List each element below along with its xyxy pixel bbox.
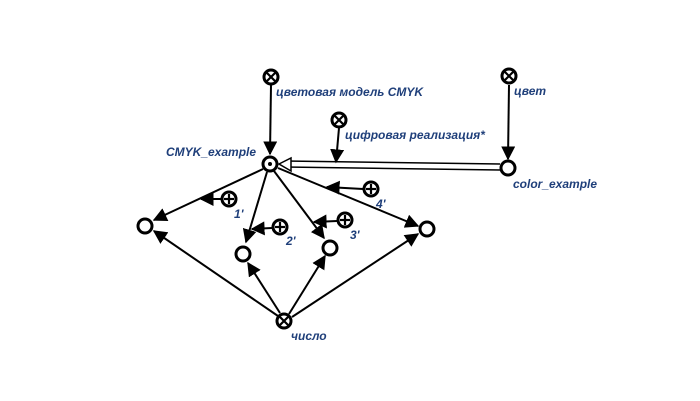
edge-color-example-double-bottom <box>284 166 501 171</box>
edge-role2 <box>250 221 273 236</box>
edge-cmyk-example-to-elem-4 <box>277 167 420 228</box>
edge-number-to-elem-4 <box>291 233 420 318</box>
color-example-node <box>499 159 517 177</box>
edge-color-example-double-top <box>284 160 501 165</box>
edge-color-to-color-example <box>501 84 516 161</box>
label-cmyk-example: CMYK_example <box>166 145 256 159</box>
role2-node <box>271 218 289 236</box>
circled-x-icon <box>262 68 280 86</box>
edge-role4 <box>325 180 364 195</box>
number-node <box>275 312 293 330</box>
circle-icon <box>136 217 154 235</box>
circle-icon <box>234 245 252 263</box>
circled-plus-icon <box>362 180 380 198</box>
edge-role3 <box>312 214 338 229</box>
label-role2: 2' <box>285 234 297 248</box>
label-digital: цифровая реализация* <box>345 128 486 142</box>
edge-color-example-arrowhead <box>277 156 292 173</box>
circled-dot-icon <box>261 155 279 173</box>
color-node <box>500 67 518 85</box>
edge-number-to-elem-2 <box>247 261 281 314</box>
edge-cmyk-example-to-elem-left <box>152 168 264 222</box>
circled-x-icon <box>275 312 293 330</box>
edge-number-to-elem-3 <box>288 254 326 315</box>
edge-number-to-elem-left <box>152 230 279 317</box>
element-node-2 <box>234 245 252 263</box>
circle-icon <box>321 239 339 257</box>
cmyk-example-node <box>261 155 279 173</box>
circle-icon <box>499 159 517 177</box>
element-node-4 <box>418 220 436 238</box>
label-role4: 4' <box>375 197 387 211</box>
label-color: цвет <box>514 84 546 98</box>
edges <box>152 84 516 318</box>
circled-plus-icon <box>336 211 354 229</box>
edge-digital-to-link <box>330 127 345 164</box>
circled-plus-icon <box>271 218 289 236</box>
element-node-left <box>136 217 154 235</box>
edge-cmyk-model-to-cmyk-example <box>263 84 278 156</box>
circled-plus-icon <box>220 190 238 208</box>
circled-x-icon <box>500 67 518 85</box>
role3-node <box>336 211 354 229</box>
digital-node <box>330 111 348 129</box>
cmyk-model-node <box>262 68 280 86</box>
circle-icon <box>418 220 436 238</box>
label-color-example: color_example <box>513 177 597 191</box>
edge-cmyk-example-to-elem-2 <box>242 171 268 244</box>
label-number: число <box>291 329 327 343</box>
label-cmyk-model: цветовая модель CMYK <box>276 85 424 99</box>
circled-x-icon <box>330 111 348 129</box>
role1-node <box>220 190 238 208</box>
element-node-3 <box>321 239 339 257</box>
label-role3: 3' <box>350 228 361 242</box>
role4-node <box>362 180 380 198</box>
label-role1: 1' <box>234 207 245 221</box>
